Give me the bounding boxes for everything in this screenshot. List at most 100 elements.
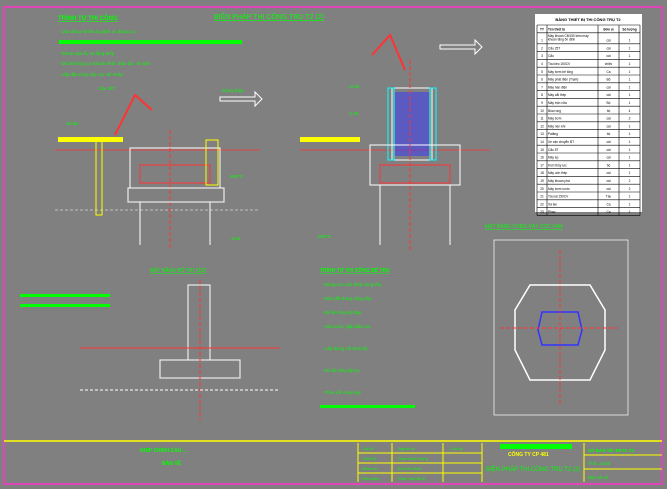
table-cell: Búa rung [548, 109, 561, 113]
table-cell: 2 [629, 117, 631, 121]
note-2: - Khoan tạo lỗ, hạ lồng thép [59, 50, 115, 56]
table-cell: 1 [629, 93, 631, 97]
table-cell: Máy ép [548, 156, 559, 160]
table-cell: cái [606, 148, 610, 152]
table-cell: 2 [629, 187, 631, 191]
table-cell: 1 [629, 202, 631, 206]
table-cell: 2 [541, 46, 543, 50]
table-cell: 1 [629, 163, 631, 167]
table-cell: 14 [540, 140, 544, 144]
table-cell: cái [606, 124, 610, 128]
table-cell: Ca [606, 70, 610, 74]
table-cell: 6 [541, 78, 543, 82]
table-cell: 1 [629, 124, 631, 128]
table-cell: Bộ [607, 101, 611, 105]
table-cell: 7 [541, 85, 543, 89]
scale: Tỉ lệ: 1/100 [588, 460, 611, 466]
project-sub: BẢN VẼ [162, 460, 182, 467]
table-cell: Máy phát điện (Trạm) [548, 78, 578, 82]
table-cell: 1 [629, 46, 631, 50]
table-cell: 16 [540, 156, 544, 160]
table-cell: Kích thủy lực [548, 163, 567, 167]
drawing-number: SỐ BẢN VẼ: BPTC-T2 [588, 447, 635, 453]
table-cell: 1 [629, 78, 631, 82]
table-cell: Tàu kéo 150CV [548, 62, 571, 66]
table-header-cell: Tên thiết bị [548, 28, 565, 32]
note-1: - Lắp dựng hệ khung định vị, đóng cọc [59, 28, 137, 34]
table-cell: 20 [540, 187, 544, 191]
table-cell: 3 [541, 54, 543, 58]
flow-label: Dòng chảy [222, 88, 244, 93]
table-cell: 1 [629, 140, 631, 144]
role-label: Kiểm tra [362, 466, 378, 471]
table-cell: 1 [629, 132, 631, 136]
table-cell: Cẩu 5T [548, 148, 559, 152]
table-cell: Máy cắt thép [548, 92, 566, 97]
table-cell: Cẩu [548, 54, 554, 58]
step-item: - Tháo dỡ vòng vây [322, 390, 362, 395]
plan-title: MẶT BẰNG VÒNG VÂY CỌC VÁN [485, 222, 563, 230]
table-cell: 1 [629, 195, 631, 199]
table-cell: bộ [607, 163, 611, 167]
table-cell: 1 [629, 156, 631, 160]
table-cell: Xe vận chuyển BT [548, 140, 574, 144]
title-block-roles: Chủ trì Thiết kế Kiểm tra Phụ trách Ngườ… [362, 446, 463, 481]
person-name: Phan Văn Bình [398, 476, 425, 481]
elevation-left: Cẩu 25T Xà lan Dòng chảy MNTC -3.50 [55, 85, 263, 250]
table-cell: Tàu [606, 195, 612, 199]
table-cell: bộ [607, 109, 611, 113]
table-cell: chiếc [605, 62, 613, 66]
step-item: - Đóng cọc ván thép vòng vây [322, 282, 382, 287]
table-cell: cái [606, 54, 610, 58]
table-cell: 15 [540, 148, 544, 152]
water-level-label: MNTC [230, 174, 244, 179]
note-3: - Đổ bê tông cọc khoan nhồi, tháo dỡ, vệ… [59, 60, 151, 66]
table-cell: Máy nén khí [548, 124, 565, 128]
steps-list: - Đóng cọc ván thép vòng vây - Đào đất t… [320, 282, 415, 408]
plan-view: MẶT BẰNG VÒNG VÂY CỌC VÁN [485, 222, 629, 416]
elevation-label: +2.50 [348, 84, 360, 89]
table-cell: cái [606, 117, 610, 121]
table-cell: 9 [541, 101, 543, 105]
table-cell: 4 [541, 62, 543, 66]
title-block-grid [357, 443, 662, 482]
table-cell: Ca [606, 202, 610, 206]
table-cell: cái [606, 171, 610, 175]
table-cell: 1 [629, 171, 631, 175]
table-cell: 1 [629, 54, 631, 58]
water-level-label: MNTC [318, 234, 332, 239]
table-cell: 19 [540, 179, 544, 183]
table-cell: Máy uốn thép [548, 171, 568, 175]
drawing-title: BIỆN PHÁP THI CÔNG TRỤ T2 (2) [214, 12, 324, 21]
table-cell: 22 [540, 202, 544, 206]
table-cell: Máy hàn điện [548, 85, 567, 89]
table-cell: 10 [540, 109, 544, 113]
table-cell: 11 [540, 117, 544, 121]
sheet-border [3, 6, 663, 485]
drawing-name: BIỆN PHÁP THI CÔNG TRỤ T2 (2) [486, 465, 580, 473]
role-label: Chủ trì [362, 446, 374, 451]
person-name: Phan Minh Hùng [398, 456, 428, 461]
company-banner [500, 444, 572, 449]
table-cell: 1 [629, 148, 631, 152]
table-cell: 8 [541, 93, 543, 97]
table-cell: 2 [629, 179, 631, 183]
table-cell: Tàu lai 150CV [548, 195, 569, 199]
barge-label: Xà lan [66, 121, 79, 126]
table-cell: 1 [629, 39, 631, 43]
table-cell: 1 [629, 101, 631, 105]
step-item: - Hút nước, đập đầu cọc [322, 324, 371, 329]
pile-section-title: MẶT BẰNG BỐ TRÍ CỌC [150, 266, 207, 274]
role-label: Thiết kế [362, 456, 377, 461]
table-cell: Ca [606, 210, 610, 214]
person-name: Bùi Văn Bình [398, 466, 421, 471]
table-cell: cái [606, 85, 610, 89]
step-item: - Đổ bê tông bệ trụ [322, 367, 360, 373]
table-cell: Phao [548, 210, 556, 214]
project-name: NHỊP CHÍNH CẦU ... [140, 446, 187, 454]
table-cell: bộ [607, 132, 611, 136]
table-cell: cái [606, 39, 610, 43]
table-cell: 21 [540, 195, 544, 199]
